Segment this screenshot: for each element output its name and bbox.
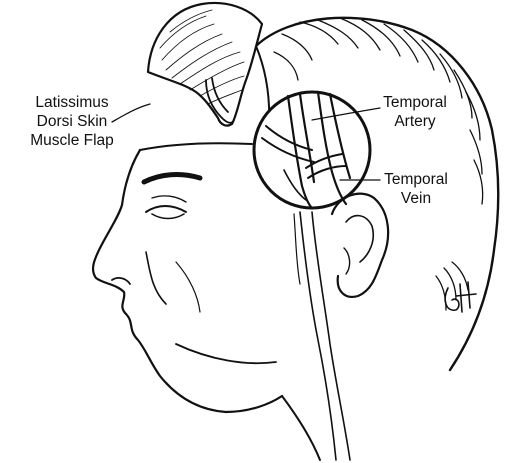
label-latissimus-dorsi-flap: Latissimus Dorsi Skin Muscle Flap	[7, 93, 137, 150]
cheek-line	[176, 262, 200, 312]
label-temporal-artery: Temporal Artery	[380, 93, 450, 131]
neck-hairline	[436, 262, 468, 310]
label-artery-line-2: Artery	[380, 112, 450, 131]
eye-lower-lid	[152, 214, 184, 219]
eye-fold	[152, 196, 186, 202]
ear-inner	[346, 216, 373, 262]
ear	[332, 194, 388, 297]
face-profile-outline	[93, 150, 282, 412]
eye-upper-lid	[146, 206, 186, 212]
ear-lobe-detail	[344, 248, 350, 274]
jaw-line	[176, 344, 276, 363]
nostril	[112, 278, 130, 284]
label-artery-line-1: Temporal	[380, 93, 450, 112]
vessel-lower-3	[294, 214, 300, 284]
label-flap-line-1: Latissimus	[7, 93, 137, 112]
flap-outline	[148, 3, 262, 126]
neck-front	[282, 396, 320, 460]
label-vein-line-2: Vein	[380, 189, 452, 208]
eyebrow	[144, 175, 200, 182]
label-flap-line-3: Muscle Flap	[7, 131, 137, 150]
nasolabial-fold	[146, 252, 166, 304]
vessel-lower-1	[300, 212, 336, 460]
label-flap-line-2: Dorsi Skin	[7, 112, 137, 131]
artist-signature	[445, 282, 476, 312]
forehead-crease	[140, 143, 252, 150]
label-temporal-vein: Temporal Vein	[380, 170, 452, 208]
label-vein-line-1: Temporal	[380, 170, 452, 189]
